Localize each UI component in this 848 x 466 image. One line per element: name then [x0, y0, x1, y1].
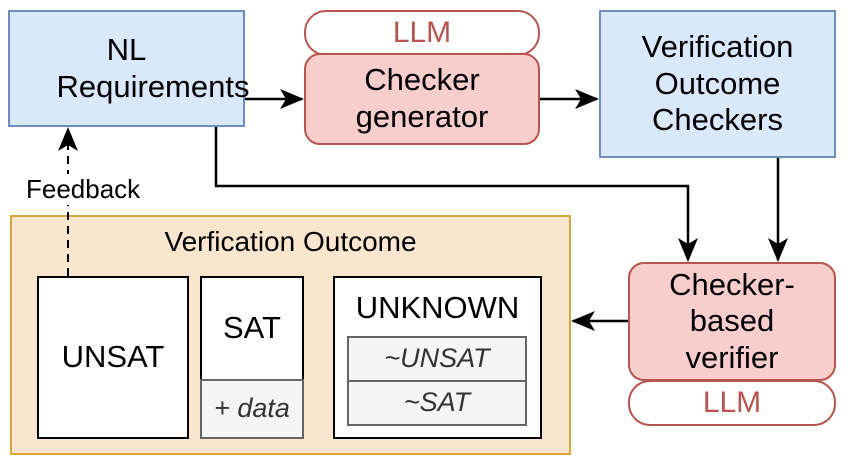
- verification-outcome-title: Verfication Outcome: [164, 226, 417, 257]
- unknown-label: UNKNOWN: [355, 290, 520, 325]
- unknown-unsat-label: ~UNSAT: [384, 343, 490, 374]
- sat-label: SAT: [223, 310, 281, 346]
- checker-generator-node: Checker generator: [304, 53, 540, 145]
- sat-data-label: + data: [214, 393, 290, 424]
- verification-outcome-checkers-node: Verification Outcome Checkers: [599, 10, 836, 158]
- checker-based-verifier-node: Checker-based verifier: [628, 262, 836, 381]
- checker-generator-label: Checker generator: [355, 62, 489, 134]
- unknown-sat-box: ~SAT: [347, 380, 527, 426]
- unsat-label: UNSAT: [61, 339, 165, 375]
- arrow-nl-to-verifier: [214, 127, 698, 262]
- llm-bottom-pill: LLM: [628, 380, 836, 426]
- sat-box: SAT: [200, 276, 304, 381]
- llm-bottom-label: LLM: [702, 386, 762, 420]
- checker-based-verifier-label: Checker-based verifier: [669, 266, 795, 375]
- nl-requirements-node: NL Requirements: [8, 10, 249, 127]
- unknown-unsat-box: ~UNSAT: [347, 336, 527, 382]
- unknown-sat-label: ~SAT: [403, 387, 471, 418]
- unsat-box: UNSAT: [37, 276, 189, 439]
- llm-top-label: LLM: [392, 16, 452, 50]
- sat-data-box: + data: [200, 379, 304, 439]
- feedback-label: Feedback: [22, 174, 145, 205]
- verification-outcome-checkers-label: Verification Outcome Checkers: [641, 29, 794, 138]
